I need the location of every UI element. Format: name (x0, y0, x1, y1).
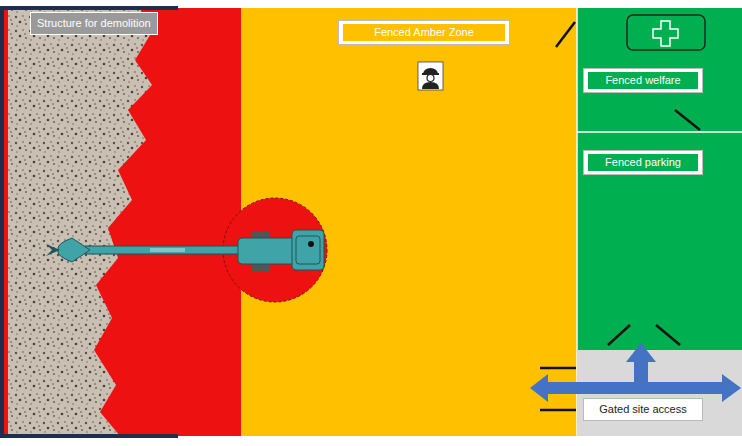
zone-name: Fenced Amber Zone (343, 24, 505, 41)
excavator (46, 198, 327, 302)
fence-line (577, 131, 742, 133)
zone-name: Fenced parking (588, 154, 698, 171)
red-zone (0, 8, 241, 436)
zone-name: Fenced welfare (588, 72, 698, 89)
access-arrows (530, 343, 741, 402)
structure-border (2, 8, 178, 436)
zone-name: Structure for demolition (35, 16, 153, 31)
demolition-structure (8, 8, 152, 436)
structure-label: Structure for demolition (30, 12, 158, 35)
first-aid-sign (627, 15, 705, 50)
worker-icon (418, 62, 443, 90)
zone-label: Fenced Amber Zone (338, 20, 510, 45)
zone-label: Fenced welfare (583, 68, 703, 93)
access-label: Gated site access (583, 398, 703, 421)
green-zone (577, 8, 742, 436)
zone-name: Gated site access (588, 402, 698, 417)
first-aid-cross (653, 21, 678, 46)
zone-label: Fenced parking (583, 150, 703, 175)
gate-marks (540, 22, 700, 410)
